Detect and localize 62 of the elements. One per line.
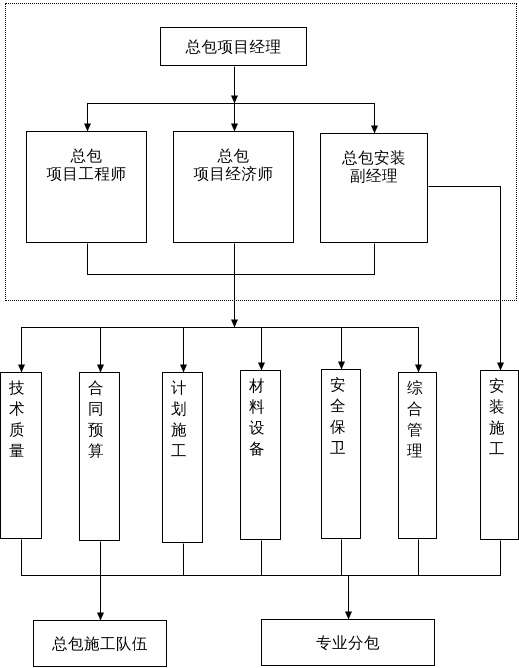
- department-label: 安装施工: [489, 376, 505, 460]
- connector-line: [418, 539, 419, 576]
- connector-line: [418, 540, 501, 576]
- department-box: [79, 372, 120, 541]
- role-box: [173, 131, 294, 243]
- department-label: 合同预算: [88, 378, 104, 462]
- connector-arrow: [84, 103, 235, 132]
- connector-line: [183, 575, 262, 576]
- department-label: 计划施工: [171, 378, 187, 462]
- connector-line: [341, 575, 349, 576]
- team-box: [33, 620, 167, 667]
- team-label: 总包施工队伍: [52, 634, 148, 652]
- department-box: [321, 369, 361, 539]
- department-label: 安全保卫: [330, 375, 346, 459]
- role-label: 项目工程师: [46, 165, 126, 183]
- role-label: 总包安装副经理: [342, 149, 406, 185]
- role-box: [320, 133, 428, 243]
- connector-arrow: [231, 103, 238, 132]
- connector-arrow: [180, 327, 187, 373]
- connector-arrow: [258, 327, 265, 371]
- connector-line: [261, 575, 342, 576]
- department-label: 综合管理: [407, 378, 423, 462]
- connector-line: [261, 327, 342, 328]
- department-box: [240, 370, 281, 540]
- connector-line: [261, 540, 262, 576]
- connector-line: [21, 539, 101, 576]
- connector-arrow: [345, 575, 352, 620]
- connector-line: [234, 243, 375, 275]
- department-box: [162, 372, 203, 543]
- role-label: 总包: [70, 147, 102, 165]
- connector-arrow: [231, 274, 238, 328]
- connector-line: [100, 541, 101, 576]
- connector-arrow: [341, 327, 422, 373]
- team-label: 专业分包: [316, 634, 380, 652]
- department-box: [398, 372, 437, 539]
- connector-line: [234, 243, 235, 275]
- connector-line: [348, 575, 419, 576]
- connector-line: [341, 539, 342, 576]
- connector-line: [183, 543, 184, 576]
- role-label: 总包: [218, 147, 250, 165]
- group-frame: [5, 3, 517, 301]
- connector-arrow: [97, 327, 104, 373]
- connector-arrow: [234, 103, 378, 134]
- connector-line: [87, 243, 235, 275]
- connector-arrow: [18, 327, 101, 373]
- connector-line: [234, 327, 262, 328]
- connector-line: [100, 575, 184, 576]
- connector-arrow: [231, 66, 238, 104]
- department-label: 技术质量: [9, 378, 25, 462]
- connector-arrow: [338, 327, 345, 370]
- role-label: 总包项目经理: [186, 38, 282, 56]
- department-box: [0, 372, 42, 539]
- connector-arrow: [428, 186, 504, 371]
- role-label: 项目经济师: [194, 165, 274, 183]
- connector-line: [100, 327, 184, 328]
- department-box: [480, 370, 519, 540]
- connector-arrow: [97, 575, 104, 621]
- connector-line: [183, 327, 235, 328]
- role-box: [26, 131, 147, 243]
- manager-box: [160, 27, 307, 66]
- team-box: [261, 619, 435, 666]
- department-label: 材料设备: [249, 376, 265, 460]
